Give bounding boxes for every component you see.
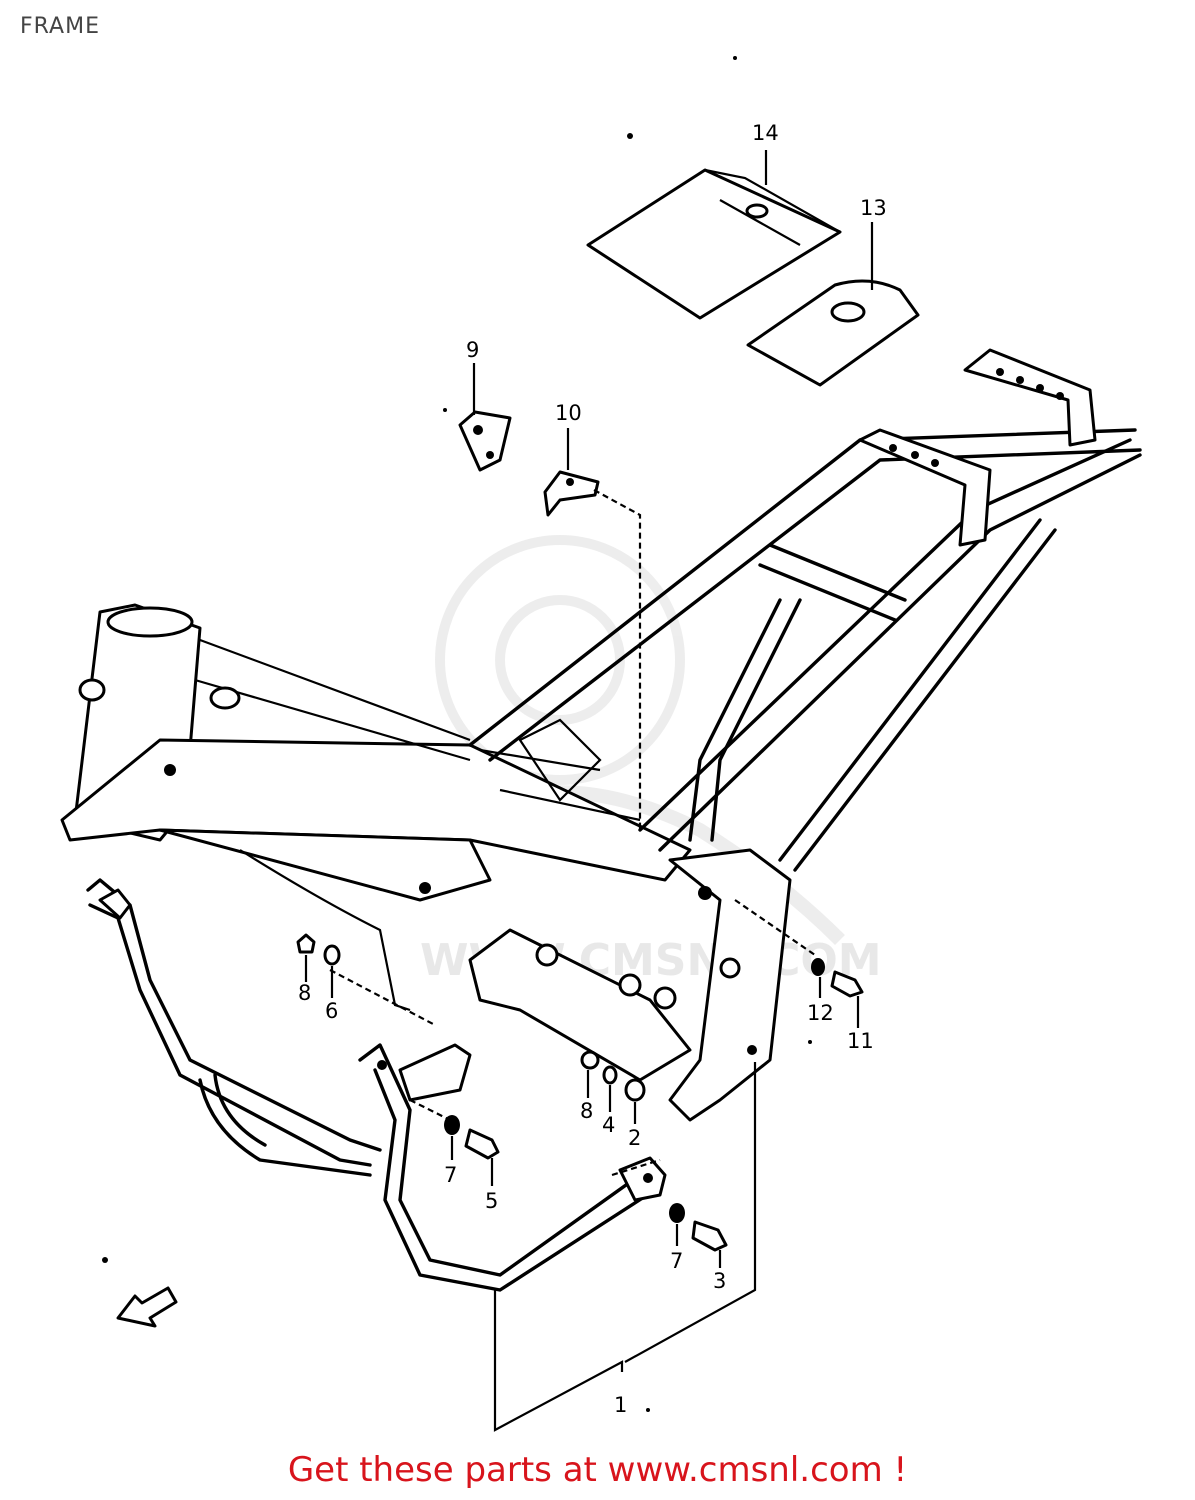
washer-4	[602, 1065, 618, 1085]
callout-8b: 8	[580, 1099, 593, 1123]
part-1-lower-cradle	[86, 878, 667, 1292]
callout-13: 13	[860, 196, 887, 220]
callout-14: 14	[752, 121, 779, 145]
washer-6	[323, 944, 341, 966]
part-13-cover	[746, 279, 920, 387]
callout-1: 1	[614, 1393, 627, 1417]
part-9-bracket	[458, 410, 512, 472]
callout-9: 9	[466, 338, 479, 362]
callout-5: 5	[485, 1189, 498, 1213]
callout-6: 6	[325, 999, 338, 1023]
callout-labels: 14 13 9 10 8 6 8 4 2 7 5 7 3 12 11 1	[298, 121, 887, 1417]
fasteners	[296, 933, 864, 1252]
nut-8-upper	[296, 933, 316, 954]
page-title: FRAME	[20, 14, 100, 39]
part-10-bracket	[543, 470, 600, 517]
callout-3: 3	[713, 1269, 726, 1293]
front-direction-arrow-icon	[116, 1286, 178, 1328]
callout-10: 10	[555, 401, 582, 425]
collar-2	[624, 1078, 646, 1102]
main-frame	[60, 348, 1142, 1122]
bolt-11	[830, 970, 864, 998]
bolt-3	[691, 1220, 728, 1252]
frame-exploded-diagram: WWW.CMSNL.COM	[60, 56, 1142, 1432]
callout-2: 2	[628, 1126, 641, 1150]
callout-11: 11	[847, 1029, 874, 1053]
washer-7b	[669, 1203, 685, 1223]
leader-lines	[304, 150, 874, 1432]
callout-7b: 7	[670, 1249, 683, 1273]
part-14-seat-cushion	[586, 168, 842, 320]
washer-12	[811, 958, 825, 976]
callout-4: 4	[602, 1113, 615, 1137]
bolt-5	[464, 1128, 500, 1160]
callout-12: 12	[807, 1001, 834, 1025]
footer-link[interactable]: Get these parts at www.cmsnl.com !	[287, 1450, 908, 1490]
callout-8a: 8	[298, 981, 311, 1005]
nut-8-lower	[580, 1050, 600, 1070]
callout-7a: 7	[444, 1163, 457, 1187]
